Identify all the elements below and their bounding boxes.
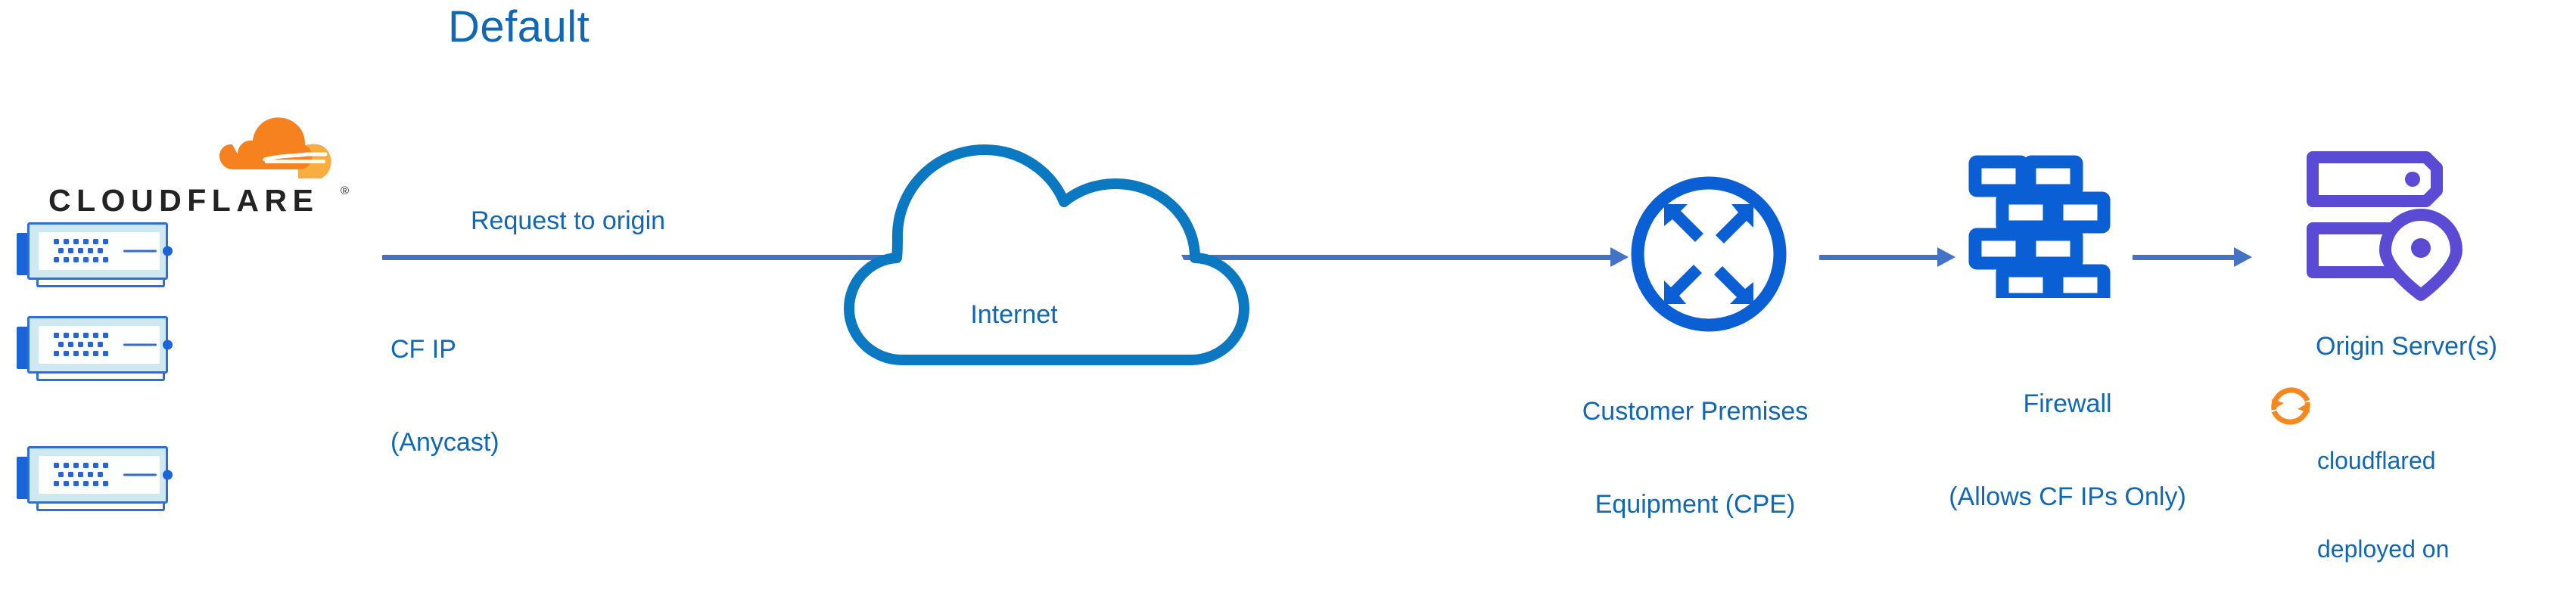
cloudflare-cloud-mark — [219, 117, 331, 178]
firewall-line-2: (Allows CF IPs Only) — [1949, 482, 2186, 511]
firewall-line-1: Firewall — [2023, 389, 2112, 418]
cpe-line-1: Customer Premises — [1582, 397, 1809, 426]
origin-server-label: Origin Server(s) — [2316, 332, 2497, 361]
registered-trademark-icon: ® — [341, 185, 350, 197]
server-vents-icon — [54, 239, 108, 262]
server-chassis — [27, 316, 173, 374]
router-icon — [1631, 176, 1787, 332]
cf-ip-line-2: (Anycast) — [390, 428, 499, 457]
cloudflare-wordmark: CLOUDFLARE — [48, 183, 319, 218]
internet-cloud-icon — [844, 144, 1249, 365]
connector-cpe-to-firewall-arrowhead — [1937, 247, 1955, 267]
server-faceplate — [39, 326, 173, 364]
cloudflared-line-2: deployed on — [2317, 535, 2450, 563]
sync-arrows-icon — [2271, 387, 2310, 425]
connector-servers-to-cpe-arrowhead — [1610, 247, 1629, 267]
cloudflare-logo: CLOUDFLARE ® — [32, 112, 349, 218]
server-chassis — [27, 446, 173, 504]
server-slot-line — [123, 250, 157, 253]
server-status-led-icon — [163, 470, 173, 480]
brick-wall-icon — [1968, 155, 2111, 298]
server-faceplate — [39, 456, 173, 494]
server-slot-line — [123, 473, 157, 476]
page-title: Default — [448, 2, 590, 51]
cloudflared-label: cloudflared deployed on servers — [2317, 387, 2574, 614]
cpe-label: Customer Premises Equipment (CPE) — [1529, 334, 1862, 582]
server-status-led-icon — [163, 246, 173, 256]
origin-server-pin-icon — [2307, 151, 2462, 301]
cf-server-unit — [17, 222, 173, 287]
connector-firewall-to-origin — [2133, 255, 2235, 260]
server-chassis — [27, 222, 173, 280]
server-status-led-icon — [163, 340, 173, 350]
server-vents-icon — [54, 463, 108, 486]
connector-cpe-to-firewall — [1819, 255, 1939, 260]
server-vents-icon — [54, 333, 108, 356]
server-slot-line — [123, 343, 157, 346]
cf-server-unit — [17, 446, 173, 511]
server-faceplate — [39, 232, 173, 270]
cf-server-unit — [17, 316, 173, 381]
cf-ip-line-1: CF IP — [390, 335, 456, 364]
cpe-line-2: Equipment (CPE) — [1594, 490, 1796, 519]
cloudflared-line-1: cloudflared — [2317, 447, 2436, 474]
request-to-origin-label: Request to origin — [471, 206, 666, 235]
connector-firewall-to-origin-arrowhead — [2234, 247, 2252, 267]
firewall-label: Firewall (Allows CF IPs Only) — [1893, 327, 2242, 575]
internet-label: Internet — [970, 300, 1058, 329]
cf-ip-anycast-label: CF IP (Anycast) — [390, 272, 499, 520]
